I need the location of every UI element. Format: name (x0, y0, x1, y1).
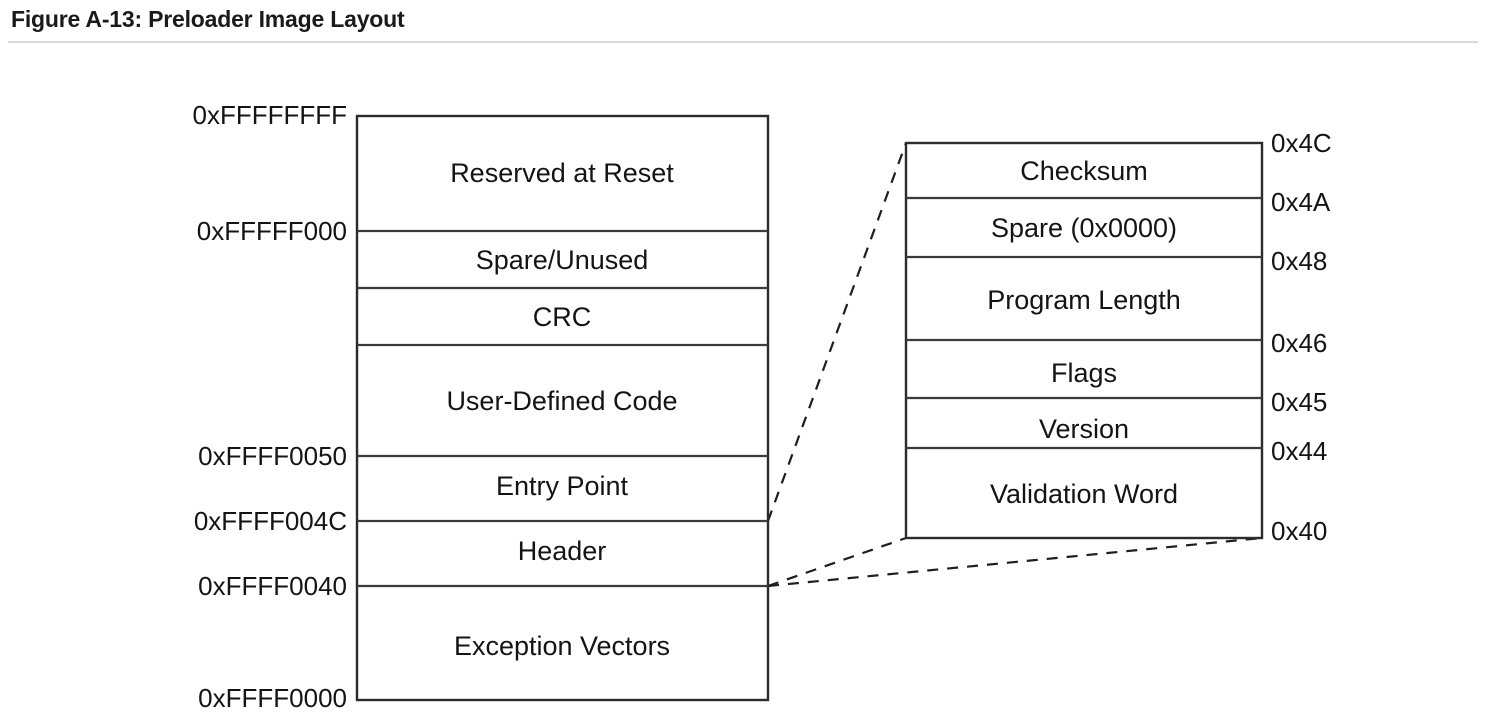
offset-label-0x48: 0x48 (1271, 246, 1327, 276)
callout-line-top (766, 142, 908, 522)
memory-map-region-labels: Reserved at Reset Spare/Unused CRC User-… (446, 158, 677, 661)
field-label-version: Version (1039, 414, 1129, 444)
address-label-0xFFFF0000: 0xFFFF0000 (198, 683, 347, 713)
region-label-exception-vectors: Exception Vectors (454, 631, 670, 661)
region-label-crc: CRC (533, 302, 592, 332)
header-detail-field-labels: Checksum Spare (0x0000) Program Length F… (987, 156, 1181, 509)
memory-map-frame (355, 114, 770, 702)
region-label-user-defined-code: User-Defined Code (446, 386, 677, 416)
region-label-reserved-at-reset: Reserved at Reset (450, 158, 674, 188)
offset-label-0x44: 0x44 (1271, 436, 1327, 466)
offset-label-0x45: 0x45 (1271, 387, 1327, 417)
offset-label-0x4A: 0x4A (1271, 187, 1331, 217)
header-detail-dividers (906, 196, 1262, 450)
address-label-0xFFFFFFFF: 0xFFFFFFFF (192, 100, 347, 130)
address-label-0xFFFF004C: 0xFFFF004C (194, 506, 347, 536)
title-divider (8, 41, 1478, 43)
header-detail-address-labels: 0x4C 0x4A 0x48 0x46 0x45 0x44 0x40 (1271, 128, 1332, 546)
offset-label-0x40: 0x40 (1271, 516, 1327, 546)
figure-title: Figure A-13: Preloader Image Layout (11, 6, 405, 32)
address-label-0xFFFF0040: 0xFFFF0040 (198, 571, 347, 601)
field-label-checksum: Checksum (1020, 156, 1148, 186)
offset-label-0x46: 0x46 (1271, 328, 1327, 358)
region-label-spare-unused: Spare/Unused (476, 245, 649, 275)
callout-connectors (766, 142, 1263, 588)
region-label-header: Header (518, 536, 607, 566)
field-label-flags: Flags (1051, 358, 1117, 388)
field-label-program-length: Program Length (987, 285, 1181, 315)
address-label-0xFFFFF000: 0xFFFFF000 (197, 216, 347, 246)
callout-line-bottom-left (767, 536, 907, 588)
memory-map-address-labels: 0xFFFFFFFF 0xFFFFF000 0xFFFF0050 0xFFFF0… (192, 100, 347, 713)
header-detail-box: Checksum Spare (0x0000) Program Length F… (904, 128, 1332, 546)
callout-line-bottom-right (767, 536, 1263, 588)
offset-label-0x4C: 0x4C (1271, 128, 1332, 158)
memory-map-box: Reserved at Reset Spare/Unused CRC User-… (192, 100, 770, 713)
field-label-validation-word: Validation Word (990, 479, 1178, 509)
memory-map-dividers (357, 229, 768, 588)
address-label-0xFFFF0050: 0xFFFF0050 (198, 441, 347, 471)
field-label-spare: Spare (0x0000) (991, 213, 1177, 243)
region-label-entry-point: Entry Point (496, 471, 629, 501)
